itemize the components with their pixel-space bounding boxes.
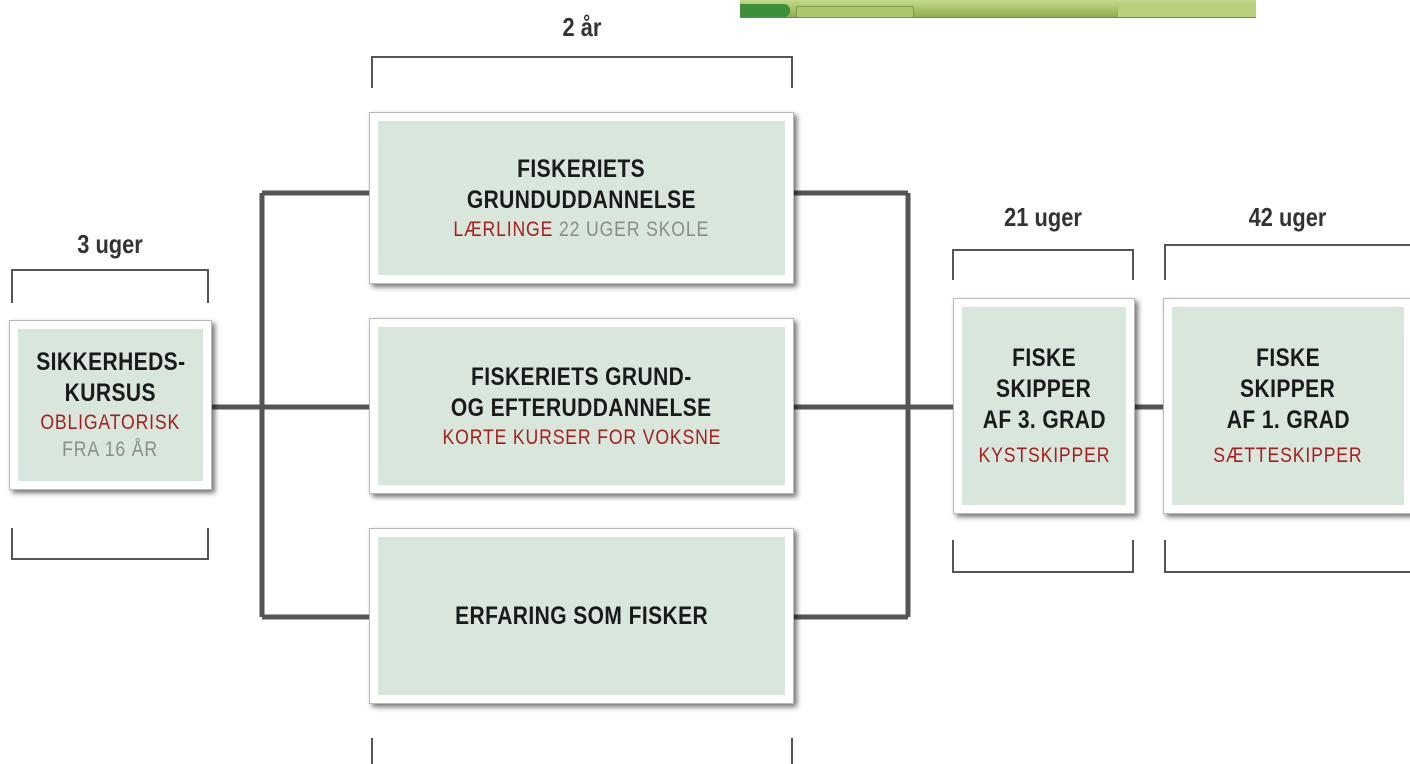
duration-label-first-grade: 42 uger <box>1248 202 1327 232</box>
third-grade-coastal-skipper: KYSTSKIPPER <box>978 444 1110 467</box>
duration-label-third-grade: 21 uger <box>1004 202 1082 232</box>
safety-title-line1: SIKKERHEDS- <box>35 348 186 376</box>
basic-training-box: FISKERIETS GRUNDUDDANNELSE LÆRLINGE 22 U… <box>369 112 794 284</box>
basic-subtitle: LÆRLINGE 22 UGER SKOLE <box>454 216 710 243</box>
basic-apprentices: LÆRLINGE <box>453 217 554 241</box>
safety-title-line2: KURSUS <box>64 379 157 407</box>
taskbar-item[interactable] <box>796 6 914 18</box>
third-grade-title-line2: SKIPPER <box>996 375 1092 403</box>
third-grade-skipper-box: FISKE SKIPPER AF 3. GRAD KYSTSKIPPER <box>953 298 1135 514</box>
bracket-top-safety <box>11 269 209 303</box>
first-grade-skipper-rank: SÆTTESKIPPER <box>1213 444 1363 467</box>
bracket-top-first-grade <box>1164 244 1410 280</box>
third-grade-title-line3: AF 3. GRAD <box>982 406 1106 434</box>
first-grade-title-line2: SKIPPER <box>1240 375 1336 403</box>
bracket-bottom-basic <box>371 738 793 764</box>
start-button[interactable] <box>740 4 790 17</box>
safety-age: FRA 16 ÅR <box>62 438 159 461</box>
bracket-top-basic <box>371 56 793 88</box>
bracket-top-third-grade <box>952 249 1134 280</box>
first-grade-title-line1: FISKE <box>1256 344 1320 372</box>
basic-title-line1: FISKERIETS <box>517 154 646 183</box>
duration-label-basic: 2 år <box>562 12 602 42</box>
continuing-short-courses: KORTE KURSER FOR VOKSNE <box>442 425 721 449</box>
continuing-training-box: FISKERIETS GRUND- OG EFTERUDDANNELSE KOR… <box>369 318 794 494</box>
bracket-bottom-first-grade <box>1164 540 1410 573</box>
basic-school-weeks: 22 UGER SKOLE <box>559 217 710 241</box>
system-tray <box>1118 4 1256 17</box>
experience-box: ERFARING SOM FISKER <box>369 528 794 704</box>
experience-title: ERFARING SOM FISKER <box>455 601 708 630</box>
safety-mandatory: OBLIGATORISK <box>40 411 181 434</box>
third-grade-title-line1: FISKE <box>1012 344 1076 372</box>
continuing-title-line2: OG EFTERUDDANNELSE <box>451 393 712 422</box>
continuing-title-line1: FISKERIETS GRUND- <box>471 362 692 391</box>
basic-title-line2: GRUNDUDDANNELSE <box>466 185 697 214</box>
duration-label-safety: 3 uger <box>77 229 143 259</box>
safety-course-box: SIKKERHEDS- KURSUS OBLIGATORISK FRA 16 Å… <box>9 320 212 490</box>
first-grade-skipper-box: FISKE SKIPPER AF 1. GRAD SÆTTESKIPPER <box>1163 298 1410 514</box>
bracket-bottom-third-grade <box>952 540 1134 573</box>
bracket-bottom-safety <box>11 528 209 560</box>
first-grade-title-line3: AF 1. GRAD <box>1226 406 1350 434</box>
taskbar-fragment <box>740 0 1256 18</box>
